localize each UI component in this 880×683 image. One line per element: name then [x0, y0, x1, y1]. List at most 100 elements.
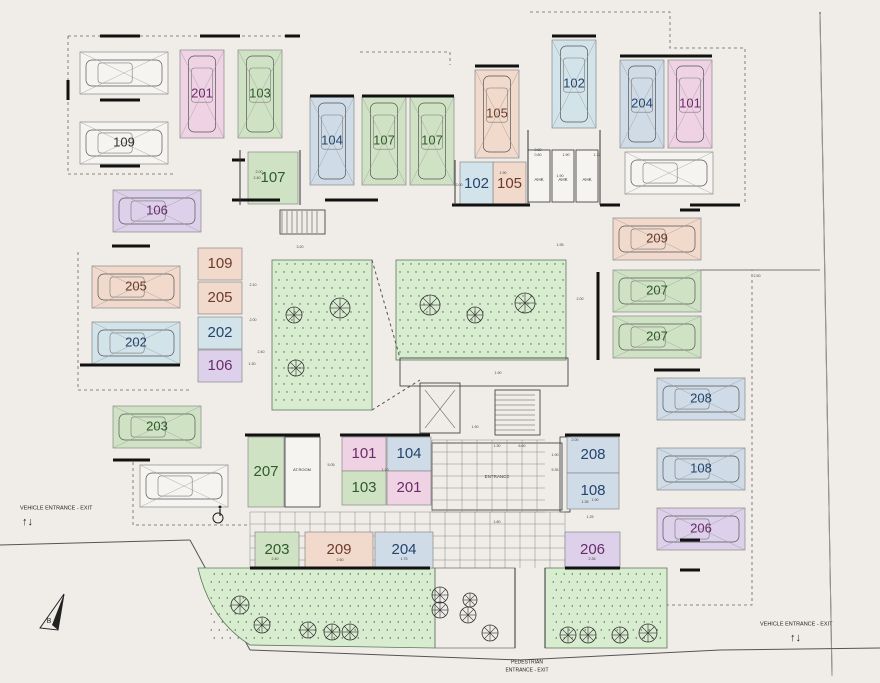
path-line	[371, 379, 421, 411]
dimension-label: 6.60	[519, 444, 526, 448]
parking-space: 202	[197, 316, 243, 350]
dimension-label: 1.90	[552, 453, 559, 457]
tree-icon	[431, 601, 449, 619]
parking-space: 202	[91, 321, 181, 365]
space-number: 109	[207, 255, 232, 272]
stairs-center	[495, 394, 535, 431]
tree-icon	[559, 626, 577, 644]
parking-space: 107	[409, 96, 455, 186]
storage-label: AHK	[534, 177, 543, 182]
dimension-label: 2.35	[589, 557, 596, 561]
space-number: 202	[207, 324, 232, 341]
space-number: 203	[264, 541, 289, 558]
path-line	[371, 259, 401, 359]
car-icon	[179, 49, 225, 139]
tree-icon	[299, 621, 317, 639]
dimension-label: 1.12	[594, 153, 601, 157]
tree-icon	[459, 606, 477, 624]
parking-space: 207	[612, 269, 702, 313]
dimension-label: 3.20	[297, 245, 304, 249]
storage-unit: AHK	[575, 149, 599, 203]
at-room: AT.ROOM	[284, 436, 321, 508]
space-number: 204	[391, 541, 416, 558]
parking-space: 105	[474, 69, 520, 159]
parking-space: 109	[197, 247, 243, 281]
car-icon	[361, 96, 407, 186]
space-number: 209	[646, 230, 668, 245]
tree-icon	[481, 624, 499, 642]
car-icon	[656, 447, 746, 491]
parking-space: 206	[656, 507, 746, 551]
tree-icon	[287, 359, 305, 377]
tree-icon	[514, 292, 536, 314]
car-icon	[551, 39, 597, 129]
car-icon	[309, 96, 355, 186]
street-line	[719, 647, 880, 651]
street-line	[249, 649, 521, 661]
space-number: 207	[646, 328, 668, 343]
space-number: 107	[373, 132, 395, 147]
tree-icon	[462, 592, 478, 608]
space-number: 102	[464, 175, 489, 192]
tree-icon	[323, 623, 341, 641]
dimension-label: 1.10	[382, 468, 389, 472]
dimension-label: 1.90	[592, 498, 599, 502]
parking-space: 108	[656, 447, 746, 491]
building-core-top	[399, 357, 569, 387]
parking-space: 106	[197, 349, 243, 383]
parking-space	[79, 51, 169, 95]
parking-space: 208	[566, 436, 620, 474]
parking-space: 209	[612, 217, 702, 261]
dimension-label: 1.95	[557, 243, 564, 247]
garden-texture	[275, 263, 368, 401]
dimension-label: 2.00	[456, 183, 463, 187]
dimension-label: 5.05	[328, 463, 335, 467]
storage-unit: AHK	[551, 149, 575, 203]
lift-cross	[424, 389, 456, 429]
space-number: 207	[253, 463, 278, 480]
car-icon	[91, 321, 181, 365]
tree-icon	[638, 623, 658, 643]
parking-space: 102	[551, 39, 597, 129]
garden-bottom-left	[197, 567, 436, 649]
space-number: 209	[326, 541, 351, 558]
garden-texture	[210, 573, 431, 639]
dimension-label: 1.35	[582, 500, 589, 504]
storage-label: AHK	[582, 177, 591, 182]
space-number: 201	[396, 479, 421, 496]
parking-space: 104	[386, 436, 432, 472]
property-line	[819, 13, 833, 677]
car-icon	[612, 315, 702, 359]
car-icon	[667, 59, 713, 149]
boundary-top-left	[67, 36, 175, 175]
car-icon	[79, 121, 169, 165]
parking-space: 201	[386, 470, 432, 506]
parking-space	[139, 464, 229, 508]
at-room-label: AT.ROOM	[293, 467, 311, 472]
space-number: 104	[396, 445, 421, 462]
parking-space: 205	[197, 281, 243, 315]
space-number: 109	[113, 134, 135, 149]
space-number: 106	[207, 357, 232, 374]
vehicle-entrance-right: VEHICLE ENTRANCE - EXIT	[760, 621, 833, 627]
space-number: 107	[260, 169, 285, 186]
space-number: 107	[421, 132, 443, 147]
parking-space: 105	[492, 161, 527, 207]
space-number: 205	[207, 289, 232, 306]
space-number: 203	[146, 418, 168, 433]
space-number: 103	[249, 85, 271, 100]
street-line	[0, 539, 191, 546]
car-icon	[112, 405, 202, 449]
dimension-label: 0.80	[535, 153, 542, 157]
boundary-lower-left	[132, 462, 250, 526]
dimension-label: 2.00	[572, 438, 579, 442]
vehicle-entrance-left: VEHICLE ENTRANCE - EXIT	[20, 505, 93, 511]
north-arrow-icon: B	[39, 593, 65, 631]
tree-icon	[253, 616, 271, 634]
tree-icon	[466, 306, 484, 324]
car-icon	[139, 464, 229, 508]
car-icon	[612, 217, 702, 261]
parking-space: 203	[254, 531, 300, 569]
street-line	[519, 649, 721, 661]
